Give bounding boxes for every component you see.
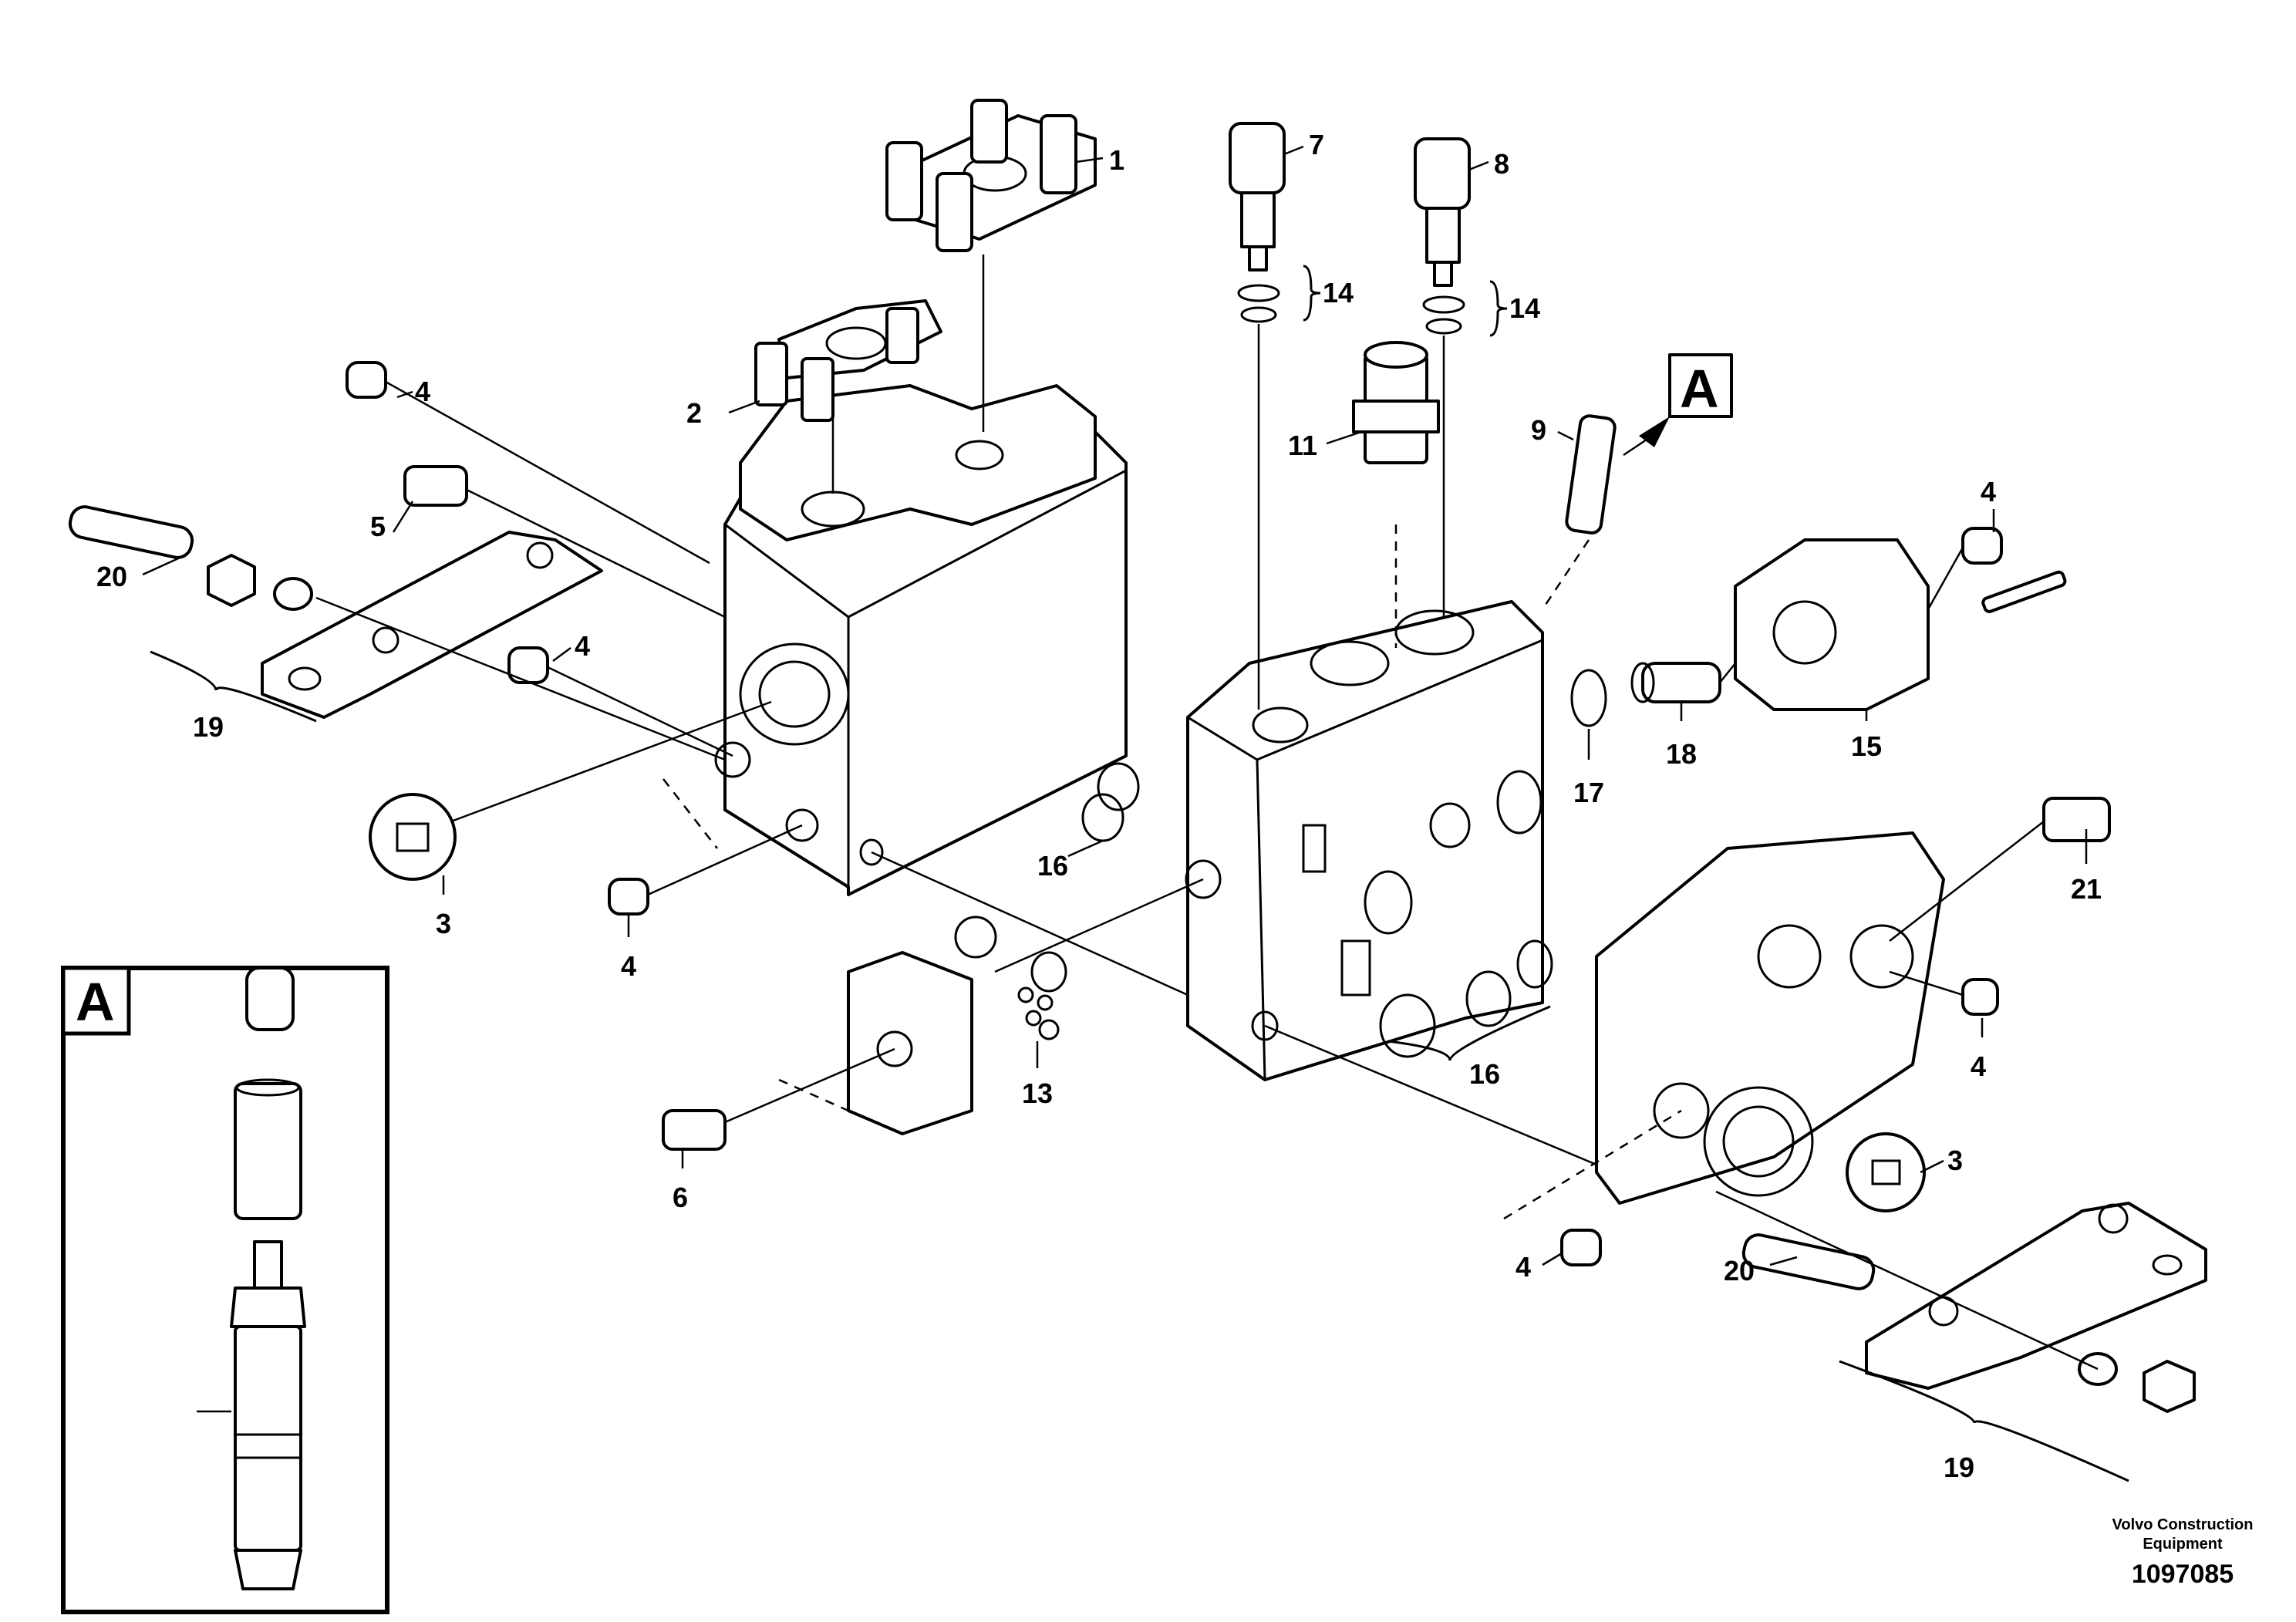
callout-11: 11 [1288, 430, 1317, 461]
callout-16-left: 16 [1037, 850, 1068, 882]
callout-3-right: 3 [1947, 1145, 1963, 1176]
pin-part-20-left [68, 505, 313, 611]
callout-leaders [142, 145, 2088, 1266]
callout-20-left: 20 [96, 561, 127, 592]
footer-credit: Volvo Construction Equipment 1097085 [2112, 1516, 2254, 1589]
callout-4-bottom-right: 4 [1515, 1251, 1531, 1283]
callout-1: 1 [1109, 144, 1124, 176]
inset-marker: A [76, 972, 115, 1032]
o-rings-16-center [1379, 939, 1553, 1058]
fitting-part-21 [2042, 797, 2111, 842]
bracket-right-19 [1865, 1202, 2207, 1390]
callout-3-left: 3 [436, 908, 451, 939]
brand-line-2: Equipment [2143, 1536, 2223, 1553]
valve-section-part-6 [662, 951, 973, 1151]
callout-16-center: 16 [1469, 1058, 1500, 1090]
plug-parts-4 [346, 361, 2003, 1266]
bracket-left-19 [261, 531, 603, 719]
callout-21: 21 [2071, 873, 2102, 905]
o-ring-part-17 [1570, 669, 1607, 727]
o-rings-13 [1017, 951, 1067, 1040]
plug-part-3-left [369, 793, 457, 881]
callout-6: 6 [673, 1182, 688, 1213]
inset-detail-a: A [61, 966, 389, 1614]
fitting-part-11 [1352, 341, 1440, 464]
callout-19-right: 19 [1944, 1452, 1974, 1483]
detail-a-marker: A [1623, 353, 1733, 457]
callout-4-bottom-left: 4 [621, 950, 636, 982]
callout-7: 7 [1309, 129, 1324, 160]
relief-valve-8 [1414, 137, 1471, 287]
callout-4-right: 4 [1971, 1050, 1986, 1082]
spring-part-18 [1630, 662, 1721, 703]
valve-body-center [1185, 600, 1544, 1081]
flange-part-1 [885, 99, 1097, 252]
callout-5: 5 [370, 511, 386, 542]
callout-4-mid-left: 4 [575, 630, 590, 662]
callout-labels: 1 2 3 3 4 4 4 4 4 4 5 6 7 8 9 10 11 12 1… [96, 129, 2102, 1483]
end-plate-right [1595, 831, 1945, 1205]
inset-pin-10 [230, 1240, 306, 1590]
drawing-number: 1097085 [2132, 1560, 2234, 1589]
callout-4-top-left: 4 [415, 376, 430, 407]
brand-line-1: Volvo Construction [2112, 1516, 2254, 1533]
callout-9: 9 [1531, 414, 1546, 446]
cover-part-15 [1734, 538, 2067, 711]
svg-text:A: A [1680, 359, 1719, 419]
callout-20-right: 20 [1724, 1255, 1755, 1286]
pin-part-9 [1565, 414, 1617, 534]
callout-14-right: 14 [1509, 292, 1540, 324]
callout-14-left: 14 [1323, 277, 1354, 309]
callout-17: 17 [1573, 777, 1604, 808]
o-rings-16-left [954, 762, 1140, 959]
flange-part-2 [754, 299, 942, 422]
inset-cap-12 [234, 966, 302, 1220]
valve-body-left [714, 384, 1128, 896]
relief-valve-7 [1229, 122, 1286, 271]
callout-2: 2 [686, 397, 702, 429]
callout-4-top-right: 4 [1981, 476, 1996, 508]
callout-15: 15 [1851, 730, 1882, 762]
callout-19-left: 19 [193, 711, 224, 743]
callout-13: 13 [1022, 1077, 1053, 1109]
explosion-lines [315, 255, 2099, 1371]
o-rings-14 [1237, 284, 1465, 335]
callout-18: 18 [1666, 738, 1697, 770]
callout-8: 8 [1494, 148, 1509, 180]
plug-part-3-right [1846, 1132, 1926, 1212]
fitting-part-5 [403, 465, 468, 507]
